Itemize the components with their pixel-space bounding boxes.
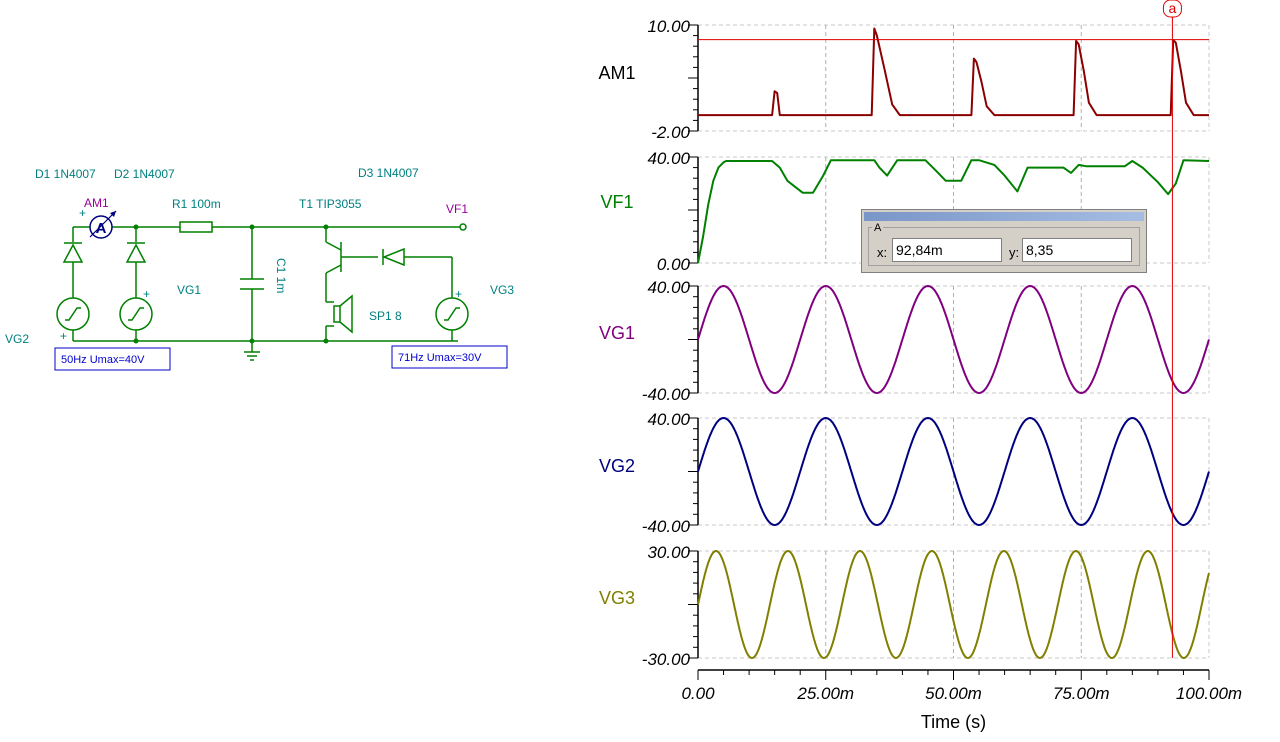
y-tick-label: 30.00 (647, 543, 690, 562)
cursor-group-label: A (872, 222, 884, 234)
y-tick-label: 40.00 (647, 278, 690, 297)
cursor-marker-label: a (1169, 0, 1177, 16)
x-tick-label: 25.00m (796, 684, 854, 703)
cursor-marker-tag[interactable] (1162, 0, 1182, 18)
series-line (697, 285, 1210, 394)
label-t1: T1 TIP3055 (299, 197, 362, 211)
x-tick-label: 50.00m (925, 684, 982, 703)
y-tick-label: -30.00 (642, 650, 691, 669)
label-d3: D3 1N4007 (358, 166, 419, 180)
cursor-x-label: x: (877, 245, 888, 260)
y-tick-label: 40.00 (647, 149, 690, 168)
y-tick-label: -40.00 (642, 517, 691, 536)
x-tick-label: 100.00m (1176, 684, 1242, 703)
cursor-y-field[interactable]: 8,35 (1022, 238, 1132, 262)
cursor-x-field[interactable]: 92,84m (892, 238, 1002, 262)
y-tick-label: 0.00 (657, 255, 691, 274)
label-vg1: VG1 (177, 283, 201, 297)
x-tick-label: 75.00m (1053, 684, 1110, 703)
label-am1: AM1 (84, 196, 109, 210)
channel-label: VG3 (599, 588, 635, 608)
plus-vg2: + (60, 329, 67, 343)
channel-label: AM1 (598, 63, 635, 83)
channel-label: VG1 (599, 323, 635, 343)
series-line (697, 417, 1210, 526)
cursor-readout-dialog[interactable]: A x: 92,84m y: 8,35 (861, 209, 1147, 273)
label-sp1: SP1 8 (369, 309, 402, 323)
x-tick-label: 0.00 (681, 684, 715, 703)
y-tick-label: 10.00 (647, 17, 690, 36)
y-tick-label: -2.00 (651, 123, 690, 142)
label-vg3: VG3 (490, 283, 514, 297)
label-r1: R1 100m (172, 197, 221, 211)
label-d1: D1 1N4007 (35, 167, 96, 181)
cursor-y-label: y: (1009, 245, 1020, 260)
label-c1: C1 1m (274, 258, 288, 293)
cursor-dialog-titlebar[interactable] (864, 212, 1144, 221)
plus-vg3: + (455, 287, 462, 301)
plus-vg1: + (143, 287, 150, 301)
source-box-left: 50Hz Umax=40V (61, 354, 145, 366)
ammeter-letter: A (96, 220, 107, 237)
series-line (697, 159, 1210, 264)
ammeter-symbol: A (89, 210, 117, 239)
y-tick-label: -40.00 (642, 385, 691, 404)
cursor-group-frame (868, 227, 1140, 266)
label-vg2: VG2 (5, 332, 29, 346)
circuit-schematic: A D1 1N4007 D2 1N4007 D3 1N4007 AM1 R1 1… (5, 166, 514, 371)
series-line (697, 550, 1210, 659)
label-d2: D2 1N4007 (114, 167, 175, 181)
plus-am1: + (79, 206, 86, 220)
y-tick-label: 40.00 (647, 410, 690, 429)
channel-label: VF1 (600, 192, 633, 212)
x-axis-title: Time (s) (921, 712, 986, 732)
channel-label: VG2 (599, 456, 635, 476)
source-box-right: 71Hz Umax=30V (398, 352, 482, 364)
label-vf1: VF1 (446, 202, 468, 216)
